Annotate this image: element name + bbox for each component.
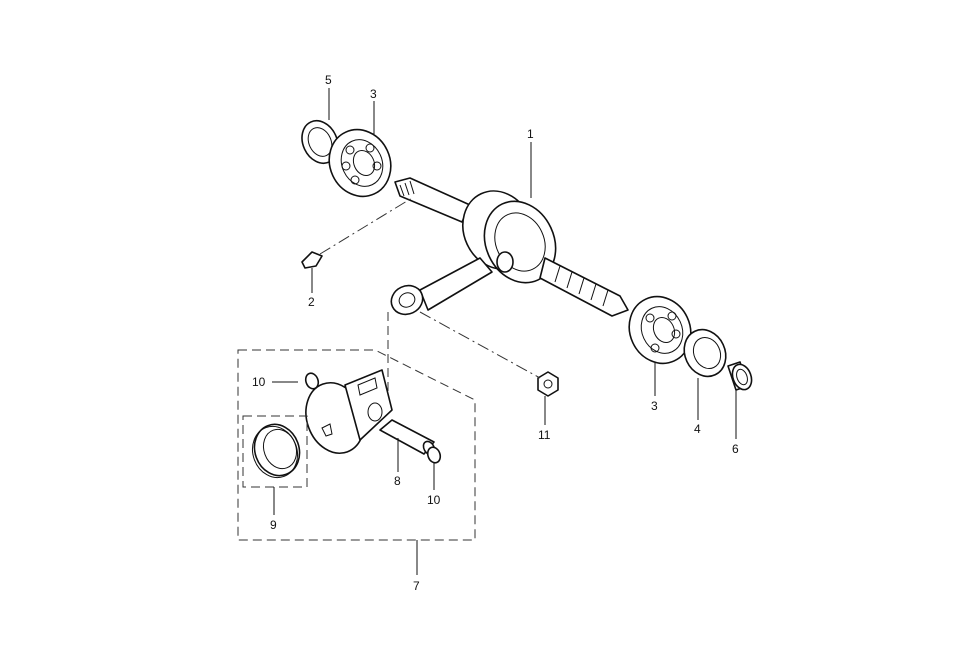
callout-5: 5	[325, 73, 332, 87]
circlip-right	[426, 446, 442, 464]
callout-1: 1	[527, 127, 534, 141]
crankshaft	[394, 177, 629, 317]
connecting-rod	[390, 257, 493, 316]
callout-11: 11	[538, 428, 551, 442]
callout-7: 7	[413, 579, 420, 593]
oil-seal-bottom	[683, 328, 727, 378]
circlip-left	[304, 372, 320, 390]
piston-ring-boundary	[242, 415, 308, 488]
callout-8: 8	[394, 474, 401, 488]
callout-10-right: 10	[427, 493, 441, 507]
piston	[305, 369, 393, 454]
callout-9: 9	[270, 518, 277, 532]
nut	[537, 371, 559, 397]
oil-seal-top	[301, 120, 339, 164]
callout-6: 6	[732, 442, 739, 456]
collar	[727, 361, 753, 391]
woodruff-key	[301, 251, 323, 269]
leader-lines	[272, 88, 737, 575]
piston-kit-boundary	[237, 349, 476, 541]
callout-3-top: 3	[370, 87, 377, 101]
nut-alignment-line	[419, 311, 541, 379]
bearing-top	[328, 128, 392, 198]
callout-3-bottom: 3	[651, 399, 658, 413]
bearing-bottom	[628, 295, 692, 365]
callout-10-left: 10	[252, 375, 266, 389]
callout-4: 4	[694, 422, 701, 436]
callout-2: 2	[308, 295, 315, 309]
key-alignment-line	[319, 197, 413, 255]
piston-rings	[251, 423, 301, 479]
